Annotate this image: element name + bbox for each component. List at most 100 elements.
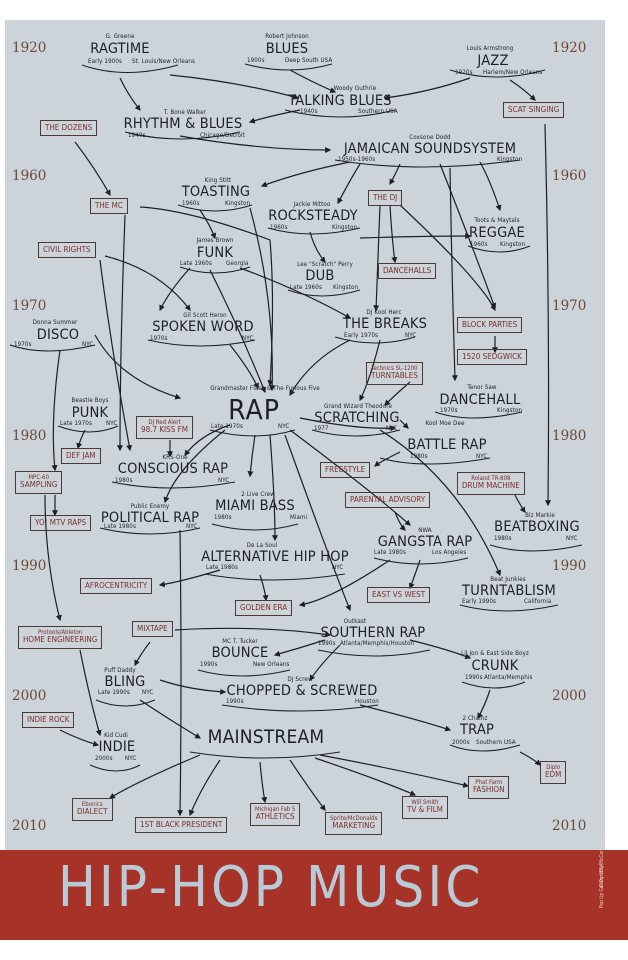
era-label: 1990s [318,640,336,647]
place-label: NYC [125,755,137,762]
genre-name: BEATBOXING [494,519,580,535]
box-label: DIALECT [77,807,108,817]
box-the-dj: THE DJ [368,190,403,207]
box-label: MIXTAPE [137,624,168,633]
genre-name: BATTLE RAP [407,437,487,453]
box-the-dozens: THE DOZENS [40,120,98,137]
box-1520-sedgwick: 1520 SEDGWICK [457,349,527,366]
box-label: TV & FILM [407,805,443,815]
era-label: 1980s [115,477,133,484]
genre-name: THE BREAKS [342,316,428,332]
genre-name: MAINSTREAM [207,726,325,748]
artist-label: DJ Screw [287,676,313,683]
era-label: 1980s [410,453,428,460]
year-1960-left: 1960 [12,168,47,184]
place-label: Kingston [225,200,251,207]
box-sublabel: MPC-60 [28,474,49,481]
box-label: FASHION [473,785,505,795]
box-freestyle: FREESTYLE [320,462,371,479]
box-label: FREESTYLE [325,465,366,474]
era-label: Late 1980s [206,564,238,571]
artist-label: Jackie Mittoo [293,201,331,208]
era-label: 1990s [465,674,483,681]
era-label: 1977 [314,425,329,432]
place-label: Houston [355,698,379,705]
box-label: DANCEHALLS [383,266,432,275]
box-indie-rock: INDIE ROCK [22,712,75,729]
place-label: St. Louis/New Orleans [132,58,195,65]
place-label: Miami [290,514,308,521]
era-label: 1900s [247,57,265,64]
era-label: Late 1980s [374,549,406,556]
year-2000-left: 2000 [12,688,47,704]
genre-name: ROCKSTEADY [268,208,358,224]
box-label: SCAT SINGING [508,105,560,114]
era-label: 1970s [150,335,168,342]
artist-label: Public Enemy [130,503,170,510]
place-label: NYC [405,332,417,339]
year-1980-left: 1980 [12,428,47,444]
place-label: NYC [242,335,254,342]
box-label: 1ST BLACK PRESIDENT [140,820,223,829]
box-scat-singing: SCAT SINGING [503,102,565,119]
box-label: THE DOZENS [45,123,93,132]
genre-name: JAZZ [477,53,509,69]
era-label: Early 1900s [88,58,122,65]
era-label: 1960s [182,200,200,207]
artist-label: Kool Moe Dee [425,420,465,427]
box-label: THE DJ [373,193,398,202]
box-sublabel: Sprite/McDonalds [330,815,378,822]
box-sublabel: DJ Red Alert [148,419,181,426]
title-banner [0,850,628,940]
place-label: NYC [142,689,154,696]
box-label: YO! MTV RAPS [35,518,87,527]
era-label: 1960s [270,224,288,231]
genre-name: RAP [228,393,280,426]
genre-name: GANGSTA RAP [377,534,473,550]
box-label: HOME ENGINEERING [23,635,98,645]
place-label: NYC [386,425,398,432]
artist-label: Donna Summer [32,319,78,326]
place-label: Los Angeles [432,549,467,556]
artist-label: Lil Jon & East Side Boyz [461,650,529,657]
genre-name: TRAP [459,722,495,738]
artist-label: DJ Kool Herc [366,309,402,316]
place-label: Georgia [226,260,249,267]
genre-name: FUNK [196,245,234,261]
box-parental-advisory: PARENTAL ADVISORY [345,492,431,509]
genre-name: BLUES [265,41,309,57]
box-block-parties: BLOCK PARTIES [457,317,523,334]
box-golden-era: GOLDEN ERA [235,600,293,617]
genre-name: TALKING BLUES [288,93,392,109]
box-label: 98.7 KISS FM [141,425,188,435]
era-label: 1970s [14,341,32,348]
year-1920-right: 1920 [552,40,587,56]
era-label: 1980s [214,514,232,521]
era-label: 2000s [452,739,470,746]
year-1990-left: 1990 [12,558,47,574]
year-1960-right: 1960 [552,168,587,184]
genre-name: ALTERNATIVE HIP HOP [201,549,349,565]
place-label: Harlem/New Orleans [483,69,543,76]
era-label: Early 1990s [462,598,496,605]
box-sublabel: Michigan Fab 5 [255,806,296,813]
box-the-mc: THE MC [90,198,128,215]
genre-name: SCRATCHING [314,410,400,426]
place-label: Atlanta/Memphis [484,674,533,681]
artist-label: De La Soul [246,542,278,549]
place-label: Kingston [332,224,358,231]
artist-label: Kid Cudi [104,732,128,739]
genre-name: RAGTIME [90,41,150,57]
era-label: Early 1970s [344,332,378,339]
artist-label: T. Bone Walker [163,109,207,116]
artist-label: Lee "Scratch" Perry [297,261,353,268]
artist-label: KRS-One [162,454,188,461]
